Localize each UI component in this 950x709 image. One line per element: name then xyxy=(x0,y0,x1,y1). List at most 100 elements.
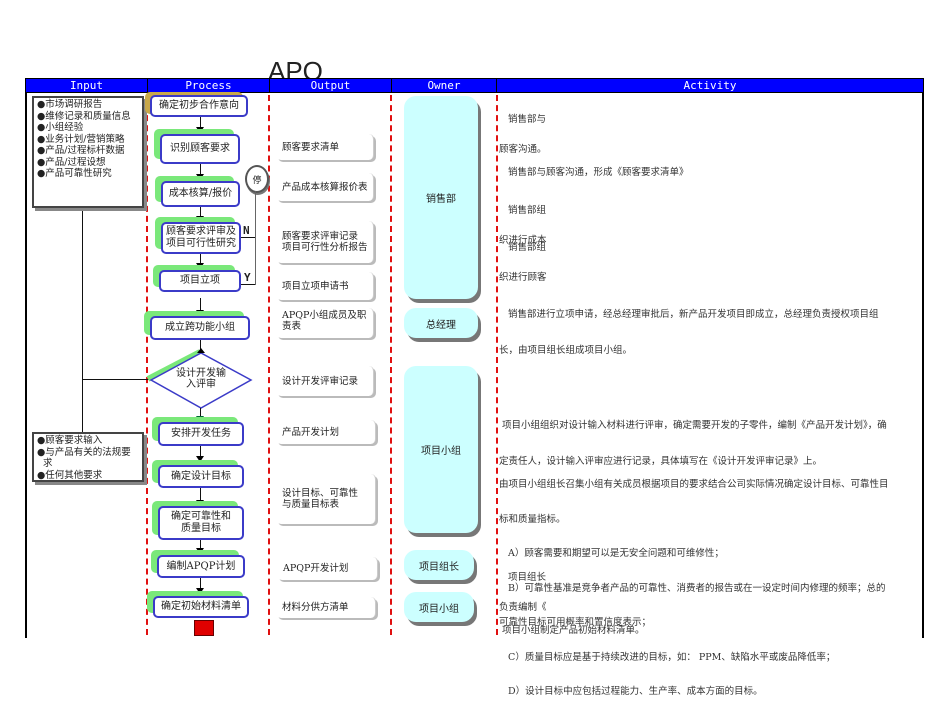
process-step: 确定初步合作意向 xyxy=(150,95,248,117)
flow-line xyxy=(241,237,255,238)
flow-line xyxy=(200,207,201,221)
activity-text: 销售部组 织进行成本 xyxy=(499,186,919,256)
output-item: 顾客要求清单 xyxy=(276,134,374,160)
arrow-down-icon xyxy=(196,127,204,133)
header-activity: Activity xyxy=(497,79,923,93)
activity-line: 负责编制《 xyxy=(499,602,547,613)
decision-label: 设计开发输入评审 xyxy=(176,368,226,390)
output-item: 设计目标、可靠性与质量目标表 xyxy=(276,474,376,524)
flow-line xyxy=(200,488,201,504)
input-item: ●与产品有关的法规要 xyxy=(37,446,131,458)
stop-terminator: 停 xyxy=(245,165,269,193)
lane-divider xyxy=(496,95,498,635)
no-label: N xyxy=(243,224,250,237)
flow-line xyxy=(255,191,256,285)
activity-line: 可靠性目标可用概率和置信度表示； xyxy=(499,617,652,628)
input-item: 求 xyxy=(37,458,53,469)
lane-divider xyxy=(146,95,148,635)
activity-line: 顾客沟通。 xyxy=(499,144,547,155)
flow-line xyxy=(200,117,201,131)
output-item: 顾客要求评审记录 项目可行性分析报告 xyxy=(276,221,374,263)
activity-line: 长，由项目组长组成项目小组。 xyxy=(499,345,633,356)
activity-line: 项目组长 xyxy=(499,572,547,583)
output-item: 产品开发计划 xyxy=(276,420,376,444)
flow-line xyxy=(200,540,201,552)
activity-text: 项目组长 负责编制《 xyxy=(499,553,919,623)
arrow-up-icon xyxy=(197,348,205,353)
activity-line: 销售部与顾客沟通，形成《顾客要求清单》 xyxy=(499,167,689,178)
process-step: 顾客要求评审及项目可行性研究 xyxy=(161,222,241,254)
process-step: 确定初始材料清单 xyxy=(153,596,249,618)
connector-line xyxy=(82,380,83,432)
process-step: 成本核算/报价 xyxy=(161,181,240,207)
activity-line: 项目小组组织对设计输入材料进行评审，确定需要开发的子零件，编制《产品开发计划》，… xyxy=(499,420,887,431)
process-step: 编制APQP计划 xyxy=(157,555,245,578)
arrow-down-icon xyxy=(196,416,204,422)
header-owner: Owner xyxy=(392,79,497,93)
arrow-down-icon xyxy=(196,548,204,554)
header-output: Output xyxy=(270,79,392,93)
input-item: ●产品/过程标杆数据 xyxy=(37,145,125,156)
output-item: 产品成本核算报价表 xyxy=(276,173,374,201)
connector-line xyxy=(82,379,150,380)
input-item: ●市场调研报告 xyxy=(37,99,103,110)
flow-line xyxy=(200,164,201,178)
flow-line xyxy=(200,254,201,267)
arrow-down-icon xyxy=(196,174,204,180)
flow-line xyxy=(200,340,201,354)
output-item: 设计开发评审记录 xyxy=(276,366,374,396)
activity-line: C）质量目标应是基于持续改进的目标，如： PPM、缺陷水平或废品降低率； xyxy=(499,651,836,663)
activity-line: 定责任人，设计输入评审应进行记录，具体填写在《设计开发评审记录》上。 xyxy=(499,456,823,467)
arrow-down-icon xyxy=(196,216,204,222)
arrow-down-icon xyxy=(196,310,204,316)
activity-line: A）顾客需要和期望可以是无安全问题和可维修性； xyxy=(499,548,724,559)
arrow-down-icon xyxy=(196,588,204,594)
owner-box: 总经理 xyxy=(404,308,478,338)
input-item: ●产品可靠性研究 xyxy=(37,168,112,179)
process-step: 确定可靠性和质量目标 xyxy=(158,506,244,540)
activity-text: 销售部与 顾客沟通。 xyxy=(499,95,919,165)
arrow-down-icon xyxy=(196,263,204,269)
diamond-shape xyxy=(149,352,253,409)
owner-box: 项目小组 xyxy=(404,366,478,533)
process-step: 安排开发任务 xyxy=(158,422,244,446)
activity-line: 织进行成本 xyxy=(499,235,547,246)
input-document-2: ●顾客要求输入 ●与产品有关的法规要 求 ●任何其他要求 xyxy=(32,432,144,482)
flow-line xyxy=(200,446,201,460)
process-step: 成立跨功能小组 xyxy=(150,316,250,340)
activity-line: D）设计目标中应包括过程能力、生产率、成本方面的目标。 xyxy=(499,686,763,697)
activity-line: 销售部进行立项申请，经总经理审批后，新产品开发项目即成立，总经理负责授权项目组 xyxy=(499,309,879,320)
output-item: 材料分供方清单 xyxy=(276,597,376,618)
output-item: 项目立项申请书 xyxy=(276,272,374,300)
connector-line xyxy=(82,205,83,380)
owner-box: 项目组长 xyxy=(404,550,474,580)
arrow-down-icon xyxy=(196,456,204,462)
output-item: APQP开发计划 xyxy=(277,557,378,580)
off-page-connector xyxy=(194,620,214,636)
owner-box: 销售部 xyxy=(404,96,478,299)
activity-line: 项目小组制定产品初始材料清单。 xyxy=(499,625,645,636)
input-document-1: ●市场调研报告 ●维修记录和质量信息 ●小组经验 ●业务计划/营销策略 ●产品/… xyxy=(32,96,144,208)
document-title: APQ xyxy=(268,56,323,78)
header-input: Input xyxy=(26,79,148,93)
header-process: Process xyxy=(148,79,270,93)
flow-line xyxy=(200,578,201,592)
activity-line: 织进行顾客 xyxy=(499,272,547,283)
activity-line: 由项目小组组长召集小组有关成员根据项目的要求结合公司实际情况确定设计目标、可靠性… xyxy=(499,479,889,490)
output-item: APQP小组成员及职责表 xyxy=(276,308,374,338)
yes-label: Y xyxy=(244,271,251,284)
input-item: ●产品/过程设想 xyxy=(37,156,106,168)
input-item: ●任何其他要求 xyxy=(37,469,103,481)
arrow-down-icon xyxy=(196,500,204,506)
flow-line xyxy=(200,408,201,420)
decision-diamond xyxy=(146,348,253,409)
lane-divider xyxy=(390,95,392,635)
activity-text: 销售部进行立项申请，经总经理审批后，新产品开发项目即成立，总经理负责授权项目组 … xyxy=(499,285,919,369)
activity-line: B）可靠性基准是竞争者产品的可靠性、消费者的报告或在一设定时间内修理的频率；总的 xyxy=(499,582,886,594)
activity-line: 标和质量指标。 xyxy=(499,513,566,525)
activity-line: 销售部与 xyxy=(499,114,547,125)
activity-line: 销售部组 xyxy=(499,205,547,216)
activity-text: 项目小组制定产品初始材料清单。 xyxy=(499,601,919,649)
diamond-shadow xyxy=(146,349,202,382)
lane-divider xyxy=(268,95,270,635)
